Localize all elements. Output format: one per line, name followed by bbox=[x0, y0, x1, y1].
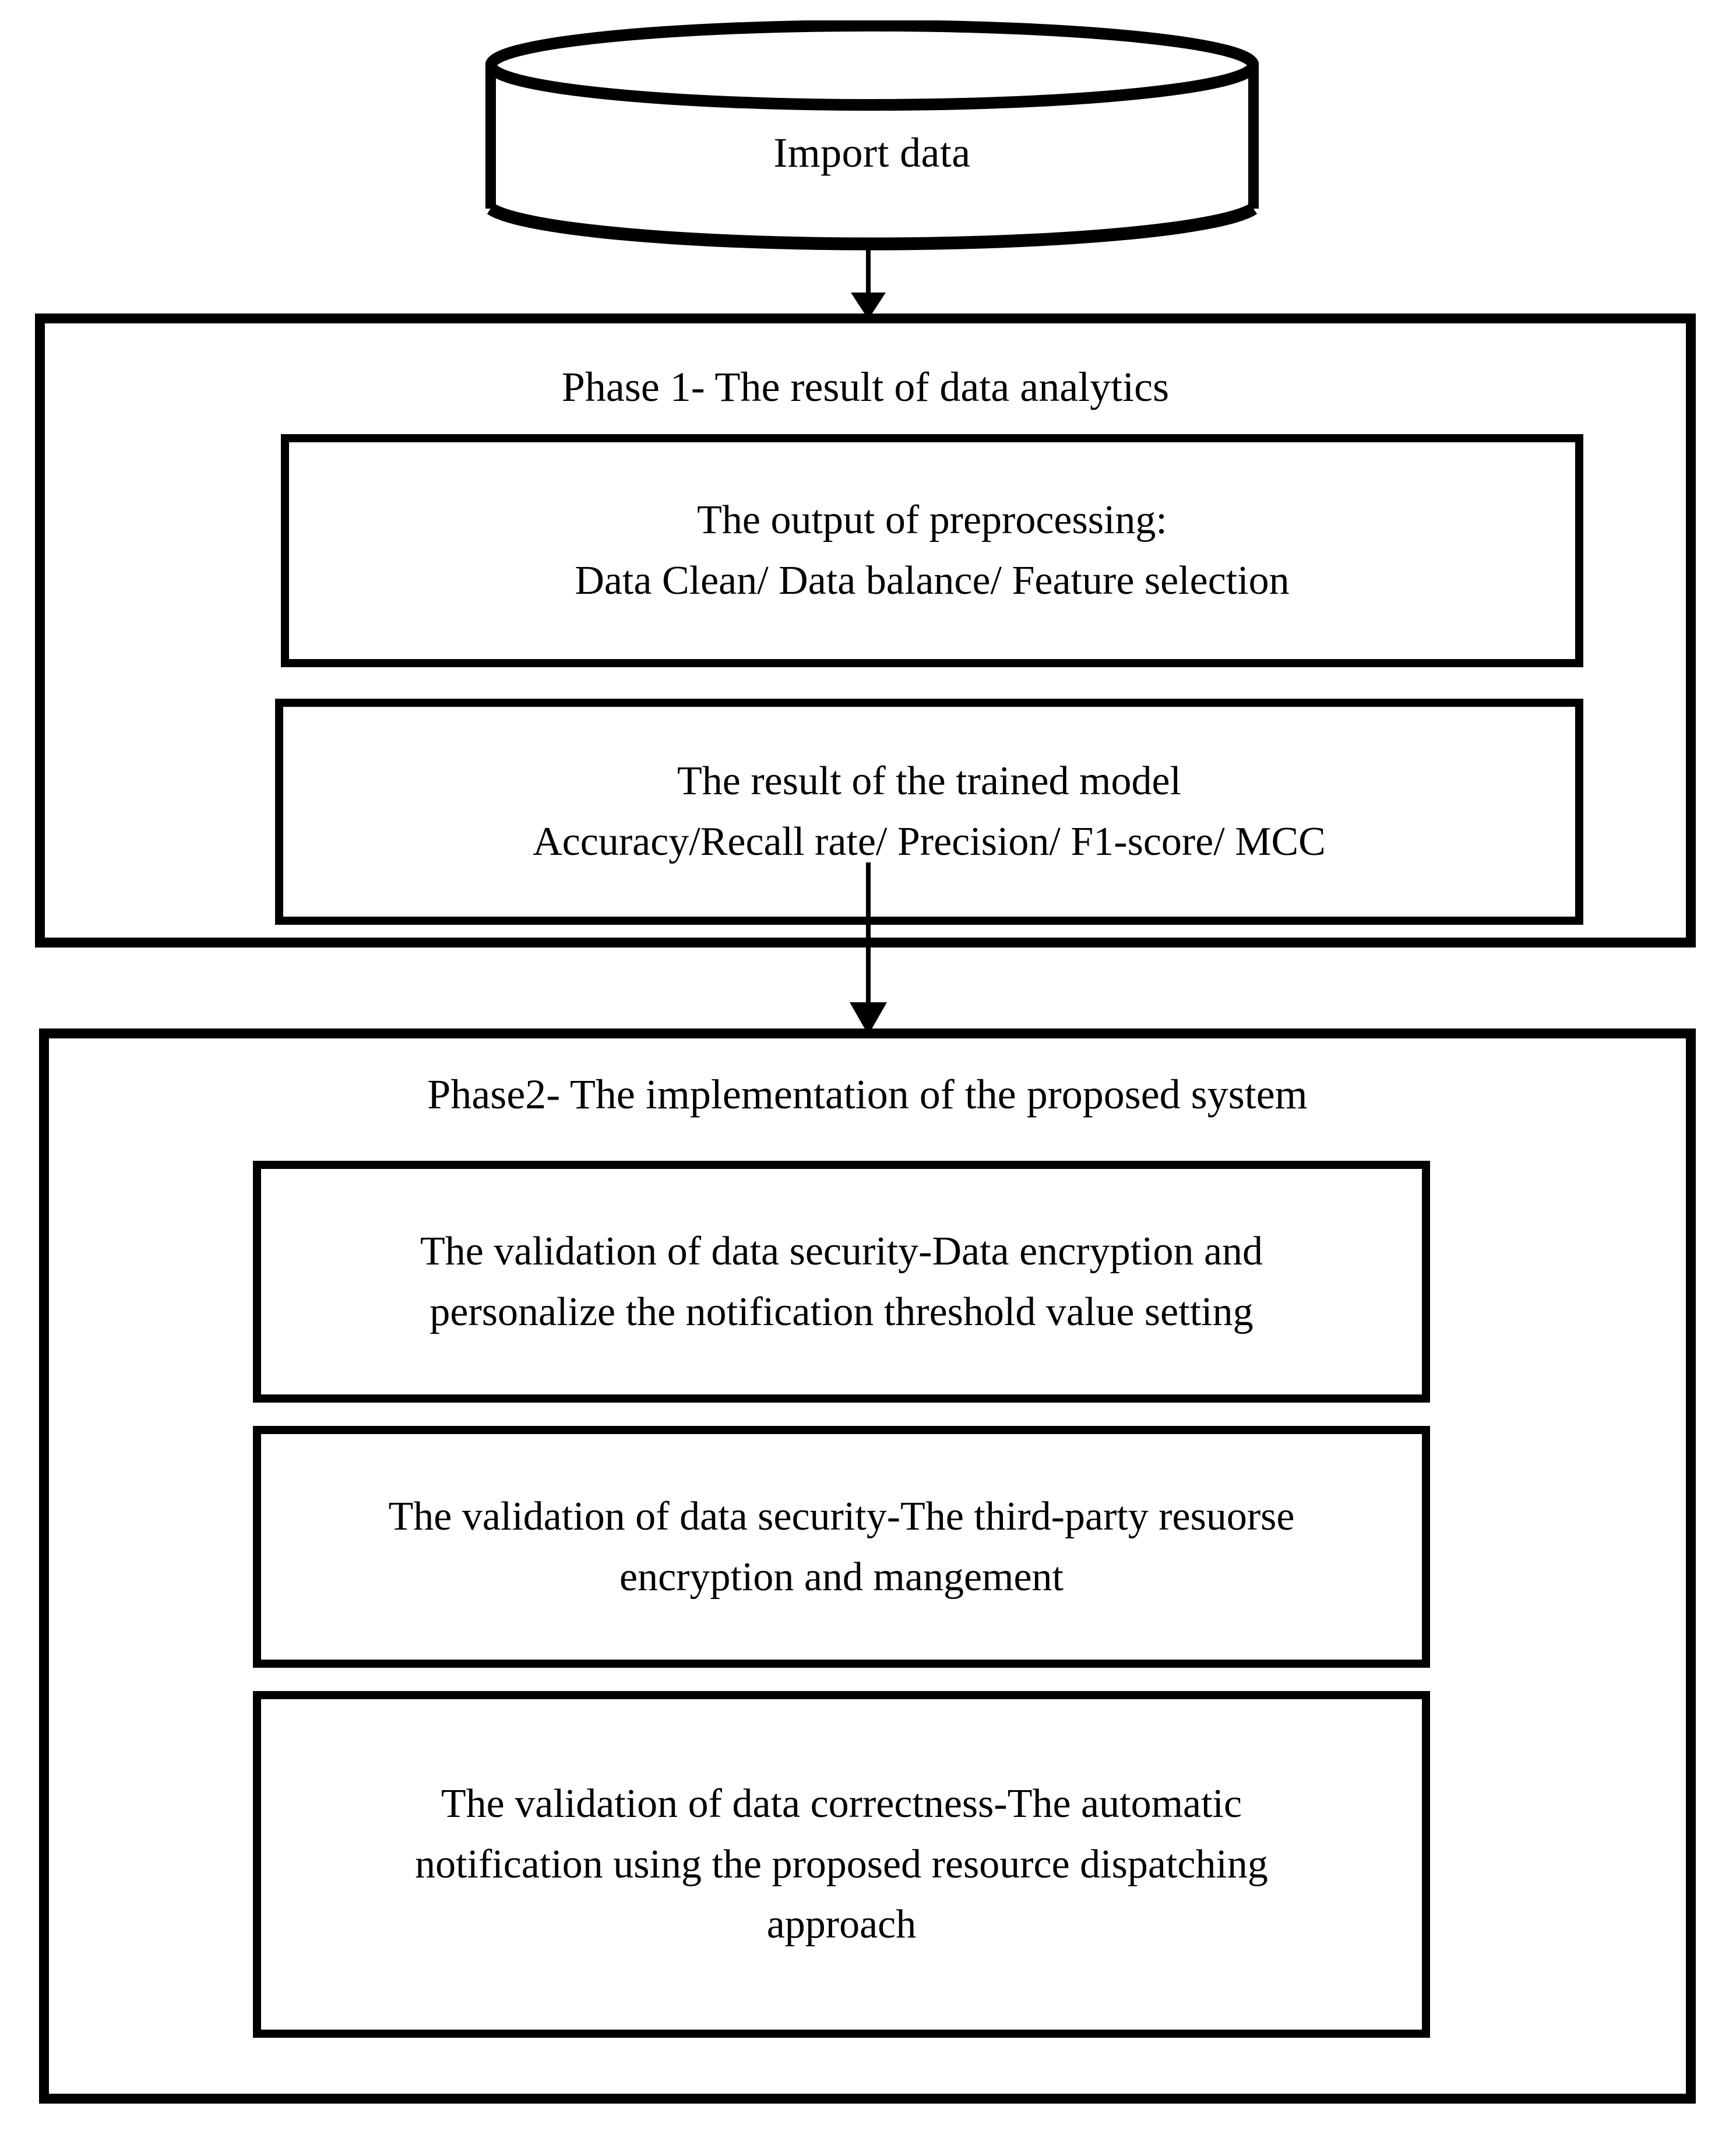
phase2-box3-line3: approach bbox=[766, 1902, 917, 1947]
phase2-box3-line1: The validation of data correctness-The a… bbox=[441, 1781, 1242, 1827]
phase1-container: Phase 1- The result of data analytics Th… bbox=[35, 314, 1696, 947]
phase2-box1-line2: personalize the notification threshold v… bbox=[429, 1289, 1253, 1334]
database-cylinder-import-data: Import data bbox=[485, 20, 1259, 253]
phase2-box2-line1: The validation of data security-The thir… bbox=[388, 1494, 1295, 1539]
arrow-phase1-to-phase2 bbox=[839, 862, 897, 1037]
phase1-preprocessing-output-box: The output of preprocessing: Data Clean/… bbox=[281, 434, 1583, 667]
phase2-box2-line2: encryption and mangement bbox=[619, 1554, 1064, 1600]
phase2-box3-line2: notification using the proposed resource… bbox=[415, 1841, 1268, 1887]
phase2-third-party-resource-box: The validation of data security-The thir… bbox=[253, 1426, 1430, 1668]
phase1-box1-line2: Data Clean/ Data balance/ Feature select… bbox=[575, 558, 1290, 603]
phase1-title: Phase 1- The result of data analytics bbox=[561, 364, 1170, 410]
phase1-box1-line1: The output of preprocessing: bbox=[697, 498, 1167, 543]
cylinder-label: Import data bbox=[773, 129, 971, 176]
phase2-title: Phase2- The implementation of the propos… bbox=[427, 1071, 1308, 1118]
phase2-data-encryption-box: The validation of data security-Data enc… bbox=[253, 1161, 1430, 1403]
arrow-import-to-phase1 bbox=[839, 245, 897, 320]
phase2-container: Phase2- The implementation of the propos… bbox=[39, 1028, 1696, 2104]
phase1-box2-line1: The result of the trained model bbox=[677, 759, 1181, 804]
phase1-trained-model-result-box: The result of the trained model Accuracy… bbox=[275, 699, 1583, 925]
phase2-automatic-notification-box: The validation of data correctness-The a… bbox=[253, 1691, 1430, 2038]
phase2-box1-line1: The validation of data security-Data enc… bbox=[420, 1228, 1263, 1274]
phase1-box2-line2: Accuracy/Recall rate/ Precision/ F1-scor… bbox=[533, 819, 1326, 864]
